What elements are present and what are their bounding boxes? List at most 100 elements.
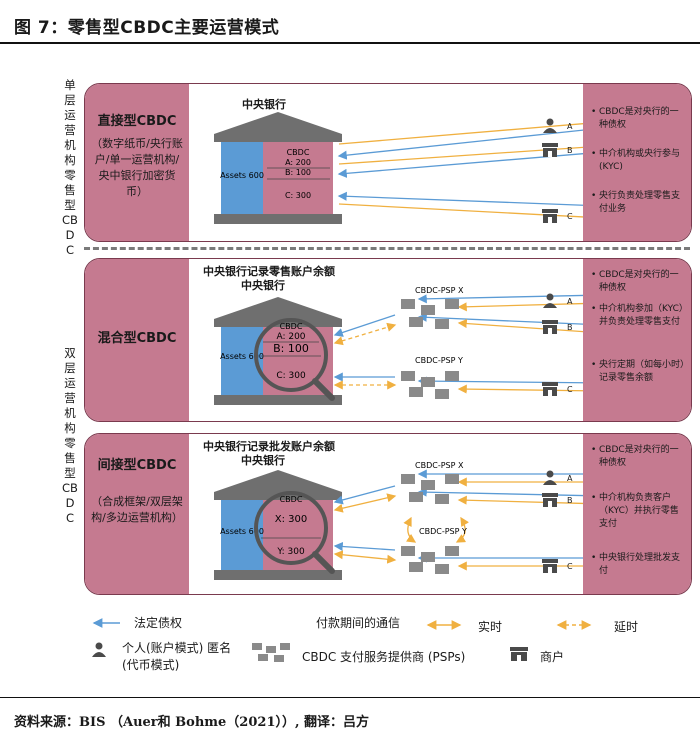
- legend-realtime-arrow: [426, 620, 462, 630]
- endpoint-label: B: [567, 323, 573, 332]
- figure-title: 图 7：零售型CBDC主要运营模式: [14, 18, 280, 38]
- legend-merchant: 商户: [540, 650, 565, 664]
- psp-server-icon: [252, 643, 290, 662]
- legend-delay-arrow: [556, 620, 592, 630]
- cbdc-label: CBDC: [280, 322, 303, 331]
- psp-server-icon: [401, 546, 459, 574]
- panel-indirect-bullets: •CBDC是对央行的一种债权 •中介机构负责客户（KYC）并执行零售支付 •中央…: [583, 434, 691, 594]
- endpoint-label: A: [567, 122, 573, 131]
- realtime-arrow: [455, 516, 469, 543]
- endpoint-label: A: [567, 297, 573, 306]
- panel-direct-bullets: •CBDC是对央行的一种债权 •中介机构或央行参与(KYC) •央行负责处理零售…: [583, 84, 691, 241]
- person-icon: [543, 470, 557, 485]
- legal-claim-arrow: [417, 487, 583, 497]
- bullet: •中央银行处理批发支付: [591, 553, 681, 576]
- legend-delay: 延时: [614, 620, 639, 634]
- panel-direct: 直接型CBDC （数字纸币/央行账户/单一运营机构/央中银行加密货币） •CBD…: [84, 83, 692, 242]
- realtime-arrow: [338, 203, 583, 218]
- panel-direct-name: 直接型CBDC: [97, 114, 177, 129]
- title-rule: [0, 42, 700, 44]
- balance-row: A: 200: [285, 158, 311, 167]
- balance-row: C: 300: [276, 371, 306, 381]
- legend-person: 个人(账户模式) 匿名(代币模式): [122, 641, 232, 672]
- merchant-icon: [542, 382, 558, 396]
- panel-indirect: 间接型CBDC （合成框架/双层架构/多边运营机构） •CBDC是对央行的一种债…: [84, 433, 692, 595]
- person-icon: [543, 118, 557, 133]
- panel-hybrid-bullets: •CBDC是对央行的一种债权 •中介机构参加（KYC）并负责处理零售支付 •央行…: [583, 259, 691, 421]
- balance-row: X: 300: [275, 514, 308, 525]
- legend-psp: CBDC 支付服务提供商 (PSPs): [302, 650, 466, 664]
- psp-server-icon: [401, 474, 459, 504]
- magnifier-icon: [254, 491, 328, 565]
- panel-direct-diagram: Assets 600 CBDC A: 200 B: 100 C: 300: [214, 112, 583, 224]
- balance-row: A: 200: [276, 332, 305, 342]
- realtime-arrow: [338, 146, 583, 165]
- central-bank-label: 中央银行: [241, 279, 285, 292]
- endpoint-label: C: [567, 212, 573, 221]
- legend-legal-arrow: [92, 618, 120, 628]
- bullet: •CBDC是对央行的一种债权: [591, 107, 679, 130]
- legal-claim-arrow: [337, 129, 583, 160]
- balance-row: Y: 300: [276, 547, 305, 557]
- realtime-arrow: [457, 298, 583, 312]
- person-icon: [543, 293, 557, 308]
- merchant-icon: [542, 320, 558, 334]
- legend-legal: 法定债权: [134, 616, 183, 630]
- panel-hybrid-label-box: 混合型CBDC: [85, 259, 189, 421]
- balance-row: C: 300: [285, 191, 311, 200]
- balance-row: B: 100: [285, 168, 311, 177]
- panel-hybrid: 混合型CBDC •CBDC是对央行的一种债权 •中介机构参加（KYC）并负责处理…: [84, 258, 692, 422]
- merchant-icon: [542, 493, 558, 507]
- realtime-arrow: [333, 550, 397, 564]
- endpoint-label: C: [567, 562, 573, 571]
- legal-claim-arrow: [337, 191, 583, 206]
- panel-hybrid-diagram: Assets 600 CBDC A: 200 B: 100 C: 300 CBD…: [214, 286, 583, 405]
- bullet: •中介机构负责客户（KYC）并执行零售支付: [591, 493, 679, 529]
- legal-claim-arrow: [333, 485, 396, 505]
- panel-indirect-sub: （合成框架/双层架构/多边运营机构）: [91, 495, 183, 524]
- balance-row: B: 100: [273, 342, 309, 355]
- psp-x-label: CBDC-PSP X: [415, 286, 464, 295]
- assets-label: Assets 600: [220, 171, 264, 180]
- merchant-icon: [510, 647, 528, 661]
- bullet: •中介机构参加（KYC）并负责处理零售支付: [591, 304, 684, 327]
- central-bank-icon: [214, 112, 342, 224]
- merchant-icon: [542, 143, 558, 157]
- psp-x-label: CBDC-PSP X: [415, 461, 464, 470]
- psp-y-label: CBDC-PSP Y: [419, 527, 467, 536]
- bullet: •CBDC是对央行的一种债权: [591, 445, 679, 468]
- endpoint-label: C: [567, 385, 573, 394]
- magnifier-icon: [254, 318, 328, 392]
- sidebar-single: 单层运营机构零售型CBDC: [62, 78, 78, 257]
- source-rule: [0, 697, 700, 698]
- endpoint-label: B: [567, 496, 573, 505]
- bullet: •央行定期（如每小时）记录零售余额: [591, 360, 685, 383]
- psp-server-icon: [401, 299, 459, 329]
- sidebar-double: 双层运营机构零售型CBDC: [62, 346, 78, 525]
- panel-direct-sub: （数字纸币/央行账户/单一运营机构/央中银行加密货币）: [91, 137, 183, 198]
- panel-indirect-name: 间接型CBDC: [97, 458, 177, 473]
- tier-divider: [84, 247, 690, 250]
- panel-indirect-label-box: 间接型CBDC （合成框架/双层架构/多边运营机构）: [85, 434, 189, 594]
- delay-arrow: [333, 322, 397, 346]
- psp-y-label: CBDC-PSP Y: [415, 356, 463, 365]
- psp-server-icon: [401, 371, 459, 399]
- endpoint-label: A: [567, 474, 573, 483]
- bullet: •中介机构或央行参与(KYC): [591, 149, 681, 172]
- cbdc-label: CBDC: [287, 148, 310, 157]
- assets-label: Assets 600: [220, 527, 264, 536]
- realtime-arrow: [333, 493, 397, 513]
- legend-comm: 付款期间的通信: [316, 616, 401, 630]
- panel-hybrid-name: 混合型CBDC: [97, 331, 177, 346]
- panel-header: 中央银行记录零售账户余额: [203, 265, 335, 278]
- bullet: •CBDC是对央行的一种债权: [591, 270, 679, 293]
- panel-direct-label-box: 直接型CBDC （数字纸币/央行账户/单一运营机构/央中银行加密货币）: [85, 84, 189, 241]
- legal-claim-arrow: [333, 314, 396, 337]
- legal-claim-arrow: [337, 153, 583, 178]
- legal-claim-arrow: [417, 294, 583, 304]
- panel-header: 中央银行记录批发账户余额: [203, 440, 335, 453]
- central-bank-label: 中央银行: [242, 98, 286, 111]
- endpoint-label: B: [567, 146, 573, 155]
- bullet: •央行负责处理零售支付业务: [591, 191, 681, 214]
- merchant-icon: [542, 559, 558, 573]
